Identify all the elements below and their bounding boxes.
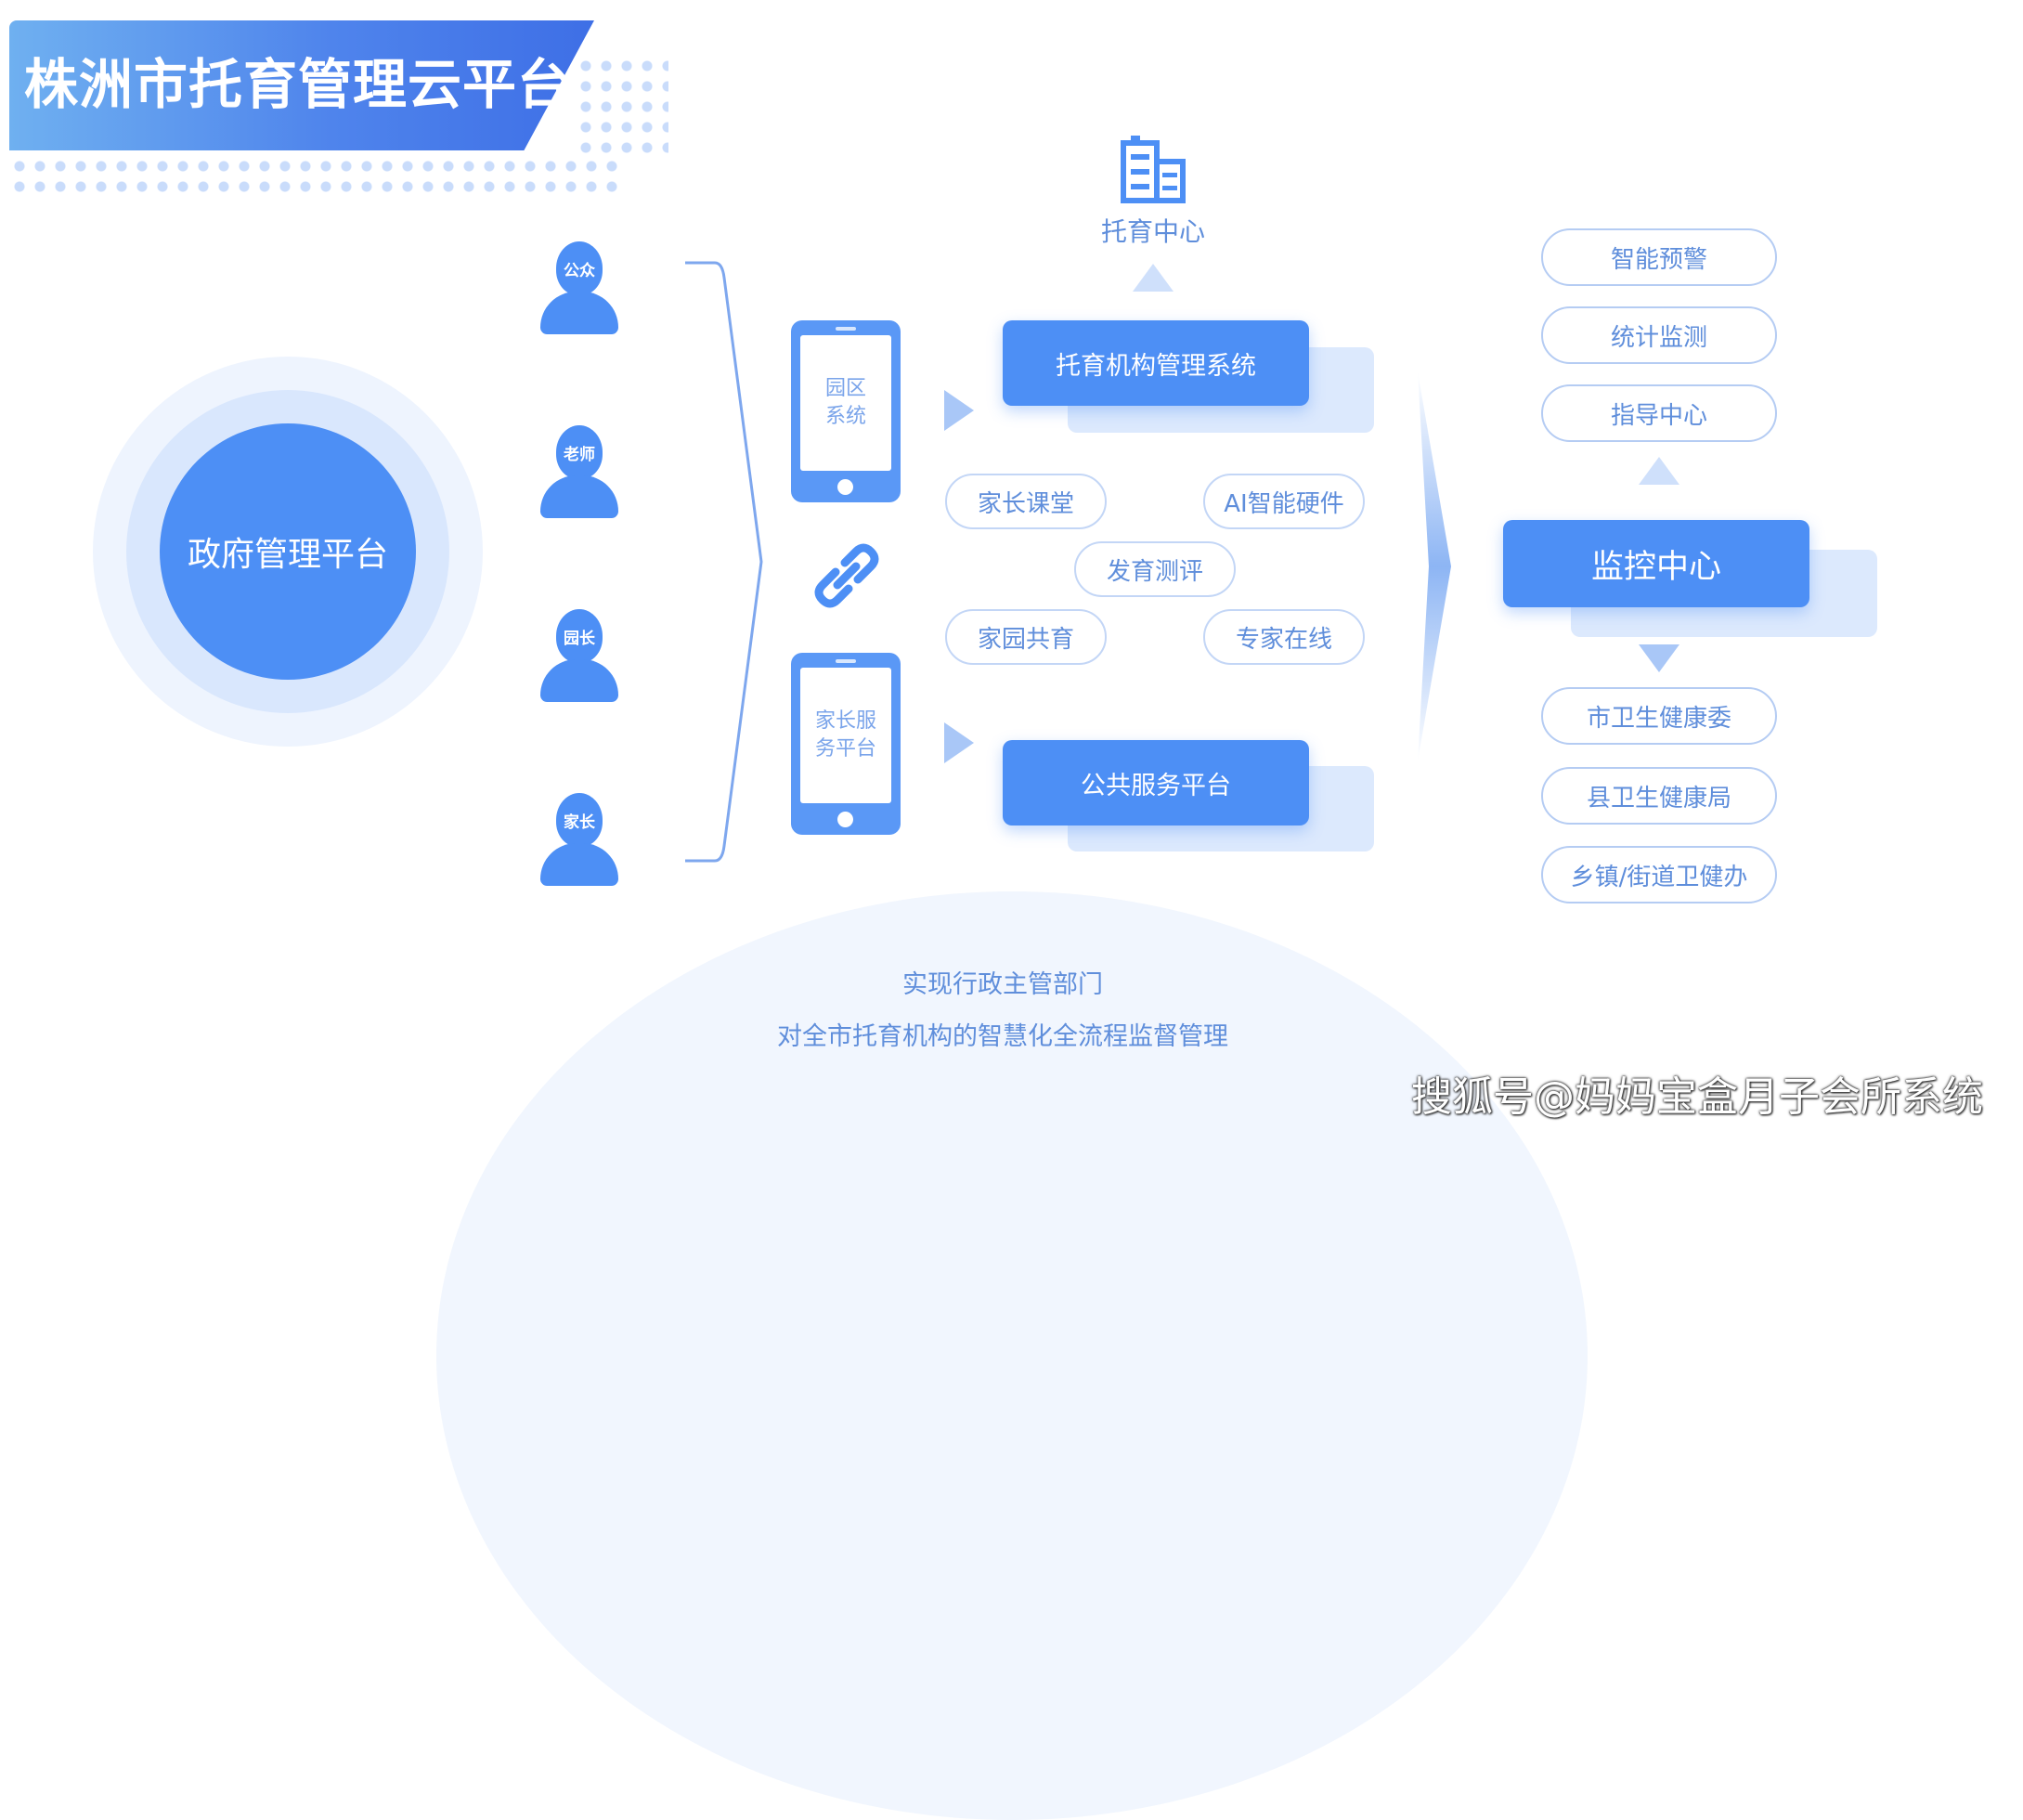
pill-label: 县卫生健康局 (1586, 784, 1731, 812)
gov-platform-circle: 政府管理平台 (160, 423, 416, 680)
phone-text: 务平台 (814, 737, 876, 760)
feature-pill-expert-online: 专家在线 (1203, 609, 1365, 665)
system-box-label: 托育机构管理系统 (1056, 351, 1256, 381)
person-principal-icon: 园长 (540, 609, 618, 702)
banner-dots-bottom (9, 156, 622, 199)
arrow-right-icon (944, 390, 974, 431)
public-service-platform-box: 公共服务平台 (1003, 740, 1309, 826)
person-label: 园长 (564, 629, 595, 648)
banner-dots-right (576, 56, 668, 158)
smart-warning-pill: 智能预警 (1541, 228, 1777, 286)
page-title: 株洲市托育管理云平台 (24, 53, 573, 116)
pill-label: 家园共育 (977, 625, 1074, 654)
phone-text: 园区 (824, 377, 866, 400)
building-icon (1121, 136, 1186, 203)
feature-pill-development-test: 发育测评 (1074, 541, 1236, 597)
caption-line-2: 对全市托育机构的智慧化全流程监督管理 (777, 1022, 1228, 1051)
watermark-text: 搜狐号@妈妈宝盒月子会所系统 (1411, 1073, 1983, 1121)
feature-pill-ai-hardware: AI智能硬件 (1203, 474, 1365, 529)
city-health-commission-pill: 市卫生健康委 (1541, 687, 1777, 745)
feature-pill-home-school: 家园共育 (945, 609, 1107, 665)
person-label: 老师 (564, 445, 595, 464)
childcare-center-label: 托育中心 (1100, 216, 1205, 247)
pill-label: 家长课堂 (977, 489, 1074, 518)
statistics-monitoring-pill: 统计监测 (1541, 306, 1777, 364)
caption-line-1: 实现行政主管部门 (902, 970, 1103, 999)
parent-service-phone-icon: 家长服务平台 (791, 653, 901, 835)
county-health-bureau-pill: 县卫生健康局 (1541, 767, 1777, 825)
pill-label: 乡镇/街道卫健办 (1570, 863, 1748, 891)
system-box-label: 公共服务平台 (1081, 771, 1231, 800)
pill-label: 发育测评 (1106, 557, 1203, 586)
pill-label: 市卫生健康委 (1586, 704, 1731, 733)
campus-system-phone-icon: 园区系统 (791, 320, 901, 502)
gov-platform-label: 政府管理平台 (187, 536, 388, 574)
monitor-center-box: 监控中心 (1503, 520, 1809, 607)
big-chevron-right-icon (1418, 371, 1451, 761)
pill-label: 指导中心 (1610, 401, 1707, 430)
guidance-center-pill: 指导中心 (1541, 384, 1777, 442)
phone-text: 家长服 (814, 709, 876, 733)
pill-label: 智能预警 (1610, 245, 1707, 274)
township-health-office-pill: 乡镇/街道卫健办 (1541, 846, 1777, 904)
pill-label: AI智能硬件 (1224, 489, 1344, 518)
pill-label: 统计监测 (1610, 323, 1707, 352)
person-label: 公众 (564, 261, 595, 280)
title-banner (9, 20, 594, 150)
person-parent-icon: 家长 (540, 793, 618, 886)
feature-pill-parent-class: 家长课堂 (945, 474, 1107, 529)
childcare-management-system-box: 托育机构管理系统 (1003, 320, 1309, 406)
link-chain-icon (814, 543, 879, 608)
monitor-center-label: 监控中心 (1590, 548, 1721, 586)
phone-text: 系统 (824, 405, 866, 428)
arrow-up-icon (1639, 457, 1679, 485)
arrow-down-icon (1639, 644, 1679, 672)
person-public-icon: 公众 (540, 241, 618, 334)
arrow-right-icon (944, 722, 974, 763)
person-label: 家长 (564, 812, 595, 832)
pill-label: 专家在线 (1235, 625, 1332, 654)
arrow-up-icon (1133, 264, 1174, 292)
right-brace-icon (685, 261, 763, 863)
person-teacher-icon: 老师 (540, 425, 618, 518)
